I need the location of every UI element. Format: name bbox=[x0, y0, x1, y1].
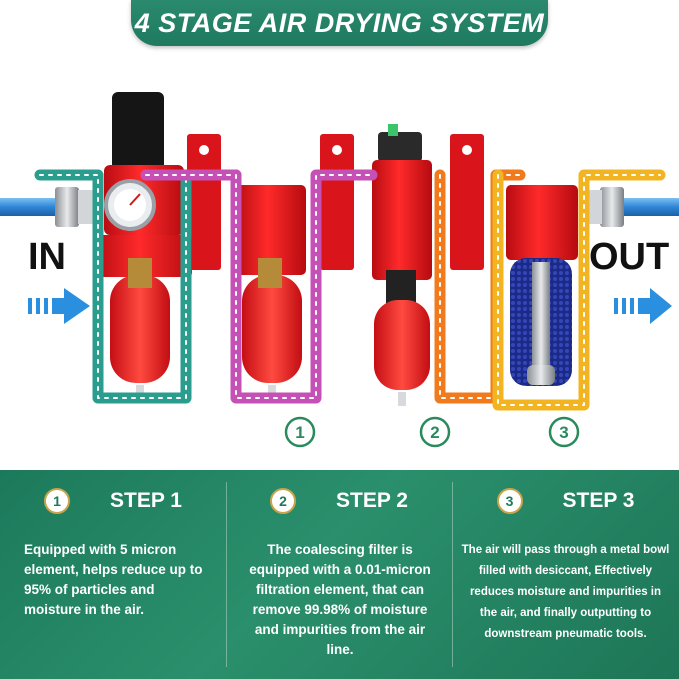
step-number-icon: 2 bbox=[270, 488, 296, 514]
filter-regulator-unit bbox=[96, 92, 192, 399]
step-description: The coalescing filter is equipped with a… bbox=[249, 542, 431, 657]
flow-arrow-icon bbox=[614, 288, 672, 324]
inlet-tube bbox=[0, 198, 60, 216]
step-card-3: 3 STEP 3 The air will pass through a met… bbox=[452, 470, 679, 679]
card-divider bbox=[452, 482, 453, 667]
air-drying-diagram: 1 2 3 bbox=[0, 92, 679, 448]
step-number-icon: 3 bbox=[496, 488, 523, 514]
regulator-knob bbox=[112, 92, 164, 170]
marker-label: 1 bbox=[295, 423, 304, 442]
step-header: 1 STEP 1 bbox=[0, 486, 226, 516]
step-title: STEP 3 bbox=[562, 489, 635, 512]
inlet-fitting bbox=[55, 187, 94, 227]
outlet-fitting bbox=[586, 187, 624, 227]
marker-label: 3 bbox=[559, 423, 568, 442]
mounting-bracket-1 bbox=[187, 134, 221, 270]
card-divider bbox=[226, 482, 227, 667]
mounting-bracket-3 bbox=[450, 134, 484, 270]
step-header: 2 STEP 2 bbox=[226, 486, 452, 516]
step-card-2: 2 STEP 2 The coalescing filter is equipp… bbox=[226, 470, 452, 679]
step-description: Equipped with 5 micron element, helps re… bbox=[24, 542, 203, 617]
step-card-1: 1 STEP 1 Equipped with 5 micron element,… bbox=[0, 470, 226, 679]
step-number-icon: 3 bbox=[548, 416, 580, 448]
step-number-icon: 1 bbox=[284, 416, 316, 448]
outlet-label: OUT bbox=[589, 236, 670, 278]
outlet-tube bbox=[620, 198, 679, 216]
mounting-bracket-2 bbox=[320, 134, 354, 270]
step-number-icon: 2 bbox=[419, 416, 451, 448]
title-banner: 4 STAGE AIR DRYING SYSTEM bbox=[131, 0, 548, 46]
step-title: STEP 1 bbox=[110, 489, 182, 512]
coalescing-filter-unit bbox=[372, 124, 432, 406]
step-description: The air will pass through a metal bowl f… bbox=[461, 544, 670, 640]
step-number-icon: 1 bbox=[44, 488, 70, 514]
desiccant-dryer-unit bbox=[506, 185, 578, 386]
flow-arrow-icon bbox=[28, 288, 90, 324]
step-title: STEP 2 bbox=[336, 489, 408, 512]
particulate-filter-unit bbox=[236, 185, 306, 399]
inlet-label: IN bbox=[28, 236, 66, 278]
step-header: 3 STEP 3 bbox=[452, 486, 679, 516]
steps-panel: 1 STEP 1 Equipped with 5 micron element,… bbox=[0, 470, 679, 679]
page-title: 4 STAGE AIR DRYING SYSTEM bbox=[134, 7, 545, 38]
marker-label: 2 bbox=[430, 423, 439, 442]
